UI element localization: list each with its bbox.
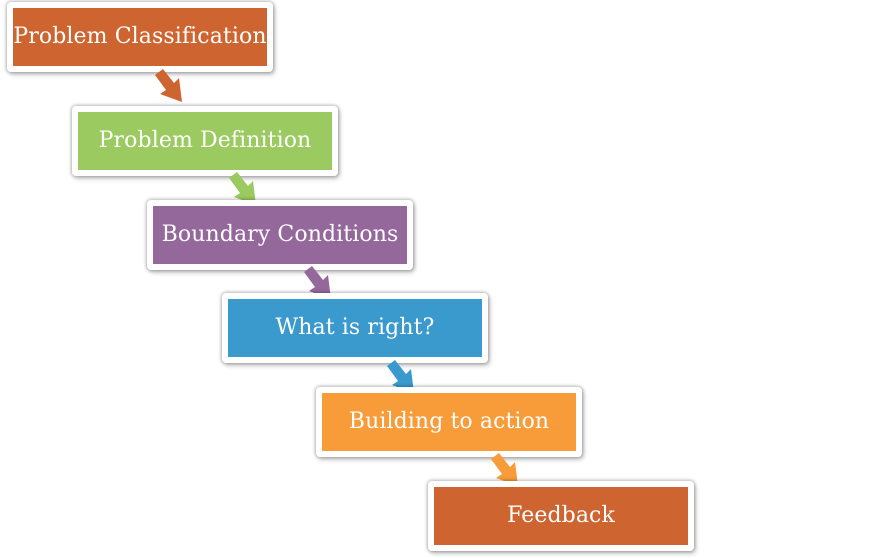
step-building-to-action: Building to action bbox=[316, 387, 582, 457]
step-problem-classification: Problem Classification bbox=[7, 2, 273, 72]
arrow-down-right-icon bbox=[387, 360, 414, 393]
step-problem-definition: Problem Definition bbox=[72, 106, 338, 176]
arrow-down-right-icon bbox=[304, 266, 331, 299]
step-label: Problem Definition bbox=[98, 127, 312, 153]
step-label: What is right? bbox=[275, 314, 435, 340]
step-boundary-conditions: Boundary Conditions bbox=[147, 200, 413, 270]
step-label: Boundary Conditions bbox=[161, 221, 399, 247]
step-label: Feedback bbox=[507, 502, 615, 528]
arrow-down-right-icon bbox=[229, 172, 256, 205]
arrow-down-right-icon bbox=[491, 453, 518, 486]
arrow-down-right-icon bbox=[155, 69, 182, 102]
step-label: Problem Classification bbox=[13, 23, 267, 49]
step-feedback: Feedback bbox=[428, 481, 694, 551]
step-label: Building to action bbox=[348, 408, 550, 434]
step-what-is-right: What is right? bbox=[222, 293, 488, 363]
